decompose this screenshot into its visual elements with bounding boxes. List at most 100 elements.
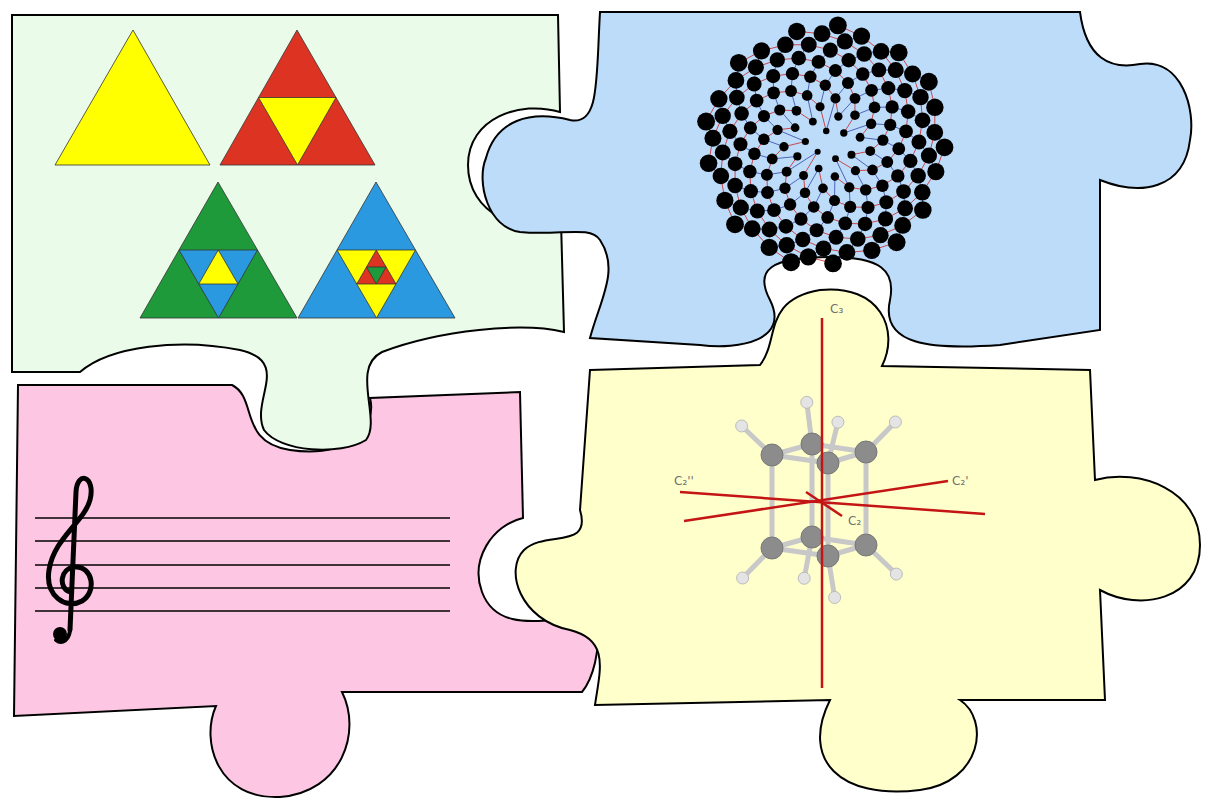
- spiral-dot: [791, 51, 806, 66]
- spiral-dot: [914, 201, 932, 219]
- hydrogen-atom: [890, 568, 902, 580]
- spiral-dot: [820, 80, 831, 91]
- spiral-dot: [872, 227, 888, 243]
- spiral-dot: [829, 16, 847, 34]
- axis-label: C₃: [828, 302, 845, 316]
- music-staff: [35, 518, 450, 611]
- spiral-dot: [715, 145, 731, 161]
- spiral-dot: [830, 93, 840, 103]
- triangle: [298, 182, 455, 318]
- spiral-dot: [761, 169, 773, 181]
- spiral-dot: [850, 93, 861, 104]
- spiral-dot: [892, 142, 905, 155]
- spiral-dot: [715, 108, 731, 124]
- spiral-dot: [713, 168, 730, 185]
- spiral-dot: [733, 200, 749, 216]
- spiral-dot: [815, 165, 823, 173]
- spiral-dot: [744, 220, 761, 237]
- spiral-dot: [856, 67, 870, 81]
- spiral-dot: [804, 71, 816, 83]
- spiral-dot: [865, 146, 875, 156]
- spiral-dot: [824, 255, 842, 273]
- bond: [864, 452, 869, 545]
- spiral-dot: [779, 237, 795, 253]
- spiral-dot: [844, 182, 854, 192]
- spiral-dot: [761, 186, 774, 199]
- spiral-link: [787, 152, 818, 172]
- spiral-dot: [850, 231, 866, 247]
- spiral-dot: [784, 198, 796, 210]
- spiral-dot: [815, 240, 831, 256]
- bond: [770, 455, 775, 548]
- spiral-dot: [891, 169, 904, 182]
- bond: [810, 444, 815, 537]
- spiral-dot: [779, 183, 790, 194]
- spiral-dot: [856, 46, 872, 62]
- carbon-atom: [761, 537, 783, 559]
- spiral-dot: [704, 130, 721, 147]
- spiral-dot: [815, 149, 821, 155]
- spiral-dot: [758, 110, 770, 122]
- puzzle-piece: [516, 289, 1200, 791]
- spiral-dot: [897, 200, 913, 216]
- spiral-dot: [716, 192, 733, 209]
- spiral-dot: [726, 215, 744, 233]
- spiral-dot: [851, 166, 860, 175]
- spiral-dot: [734, 106, 748, 120]
- hydrogen-atom: [832, 416, 844, 428]
- triangle-group: [55, 30, 455, 318]
- spiral-dot: [800, 248, 817, 265]
- spiral-dot: [842, 77, 854, 89]
- spiral-dot: [767, 203, 781, 217]
- spiral-dot: [926, 99, 943, 116]
- spiral-dot: [884, 119, 896, 131]
- spiral-dot: [904, 66, 921, 83]
- spiral-dot: [779, 219, 794, 234]
- spiral-dot: [770, 52, 785, 67]
- spiral-dot: [794, 212, 807, 225]
- spiral-dot: [839, 244, 856, 261]
- spiral-dot: [844, 201, 856, 213]
- carbon-atom: [855, 534, 877, 556]
- triangle: [357, 250, 396, 284]
- carbon-atom: [817, 452, 839, 474]
- spiral-dot: [792, 106, 802, 116]
- spiral-dot: [899, 125, 913, 139]
- hydrogen-atom: [736, 420, 748, 432]
- spiral-dot: [831, 172, 840, 181]
- spiral-dot: [747, 77, 762, 92]
- spiral-dot: [823, 43, 838, 58]
- spiral-dot: [858, 217, 872, 231]
- spiral-dot: [733, 137, 747, 151]
- spiral-dot: [829, 64, 842, 77]
- triangle: [55, 30, 210, 165]
- spiral-dot: [850, 110, 860, 120]
- spiral-dot: [793, 152, 801, 160]
- spiral-dot: [888, 233, 906, 251]
- spiral-dot: [936, 138, 954, 156]
- spiral-dot: [777, 37, 793, 53]
- molecule: [680, 318, 985, 688]
- spiral-dot: [867, 165, 878, 176]
- spiral-dot: [912, 89, 928, 105]
- spiral-dot: [914, 184, 931, 201]
- spiral-dot: [866, 118, 876, 128]
- spiral-dot: [915, 112, 931, 128]
- spiral-dot: [921, 148, 937, 164]
- spiral-dot: [800, 187, 811, 198]
- spiral-dot: [829, 230, 844, 245]
- treble-clef: [49, 478, 92, 642]
- puzzle-piece: [12, 15, 564, 450]
- spiral-dot: [744, 184, 758, 198]
- carbon-atom: [817, 545, 839, 567]
- spiral-dot: [743, 165, 756, 178]
- spiral-dot: [861, 201, 874, 214]
- spiral-dot: [896, 184, 911, 199]
- spiral-dot: [869, 102, 881, 114]
- hydrogen-atom: [829, 591, 841, 603]
- spiral-dot: [801, 37, 817, 53]
- spiral-dot: [779, 142, 788, 151]
- spiral-dot: [926, 124, 943, 141]
- spiral-dot: [840, 129, 847, 136]
- spiral-link: [826, 98, 835, 131]
